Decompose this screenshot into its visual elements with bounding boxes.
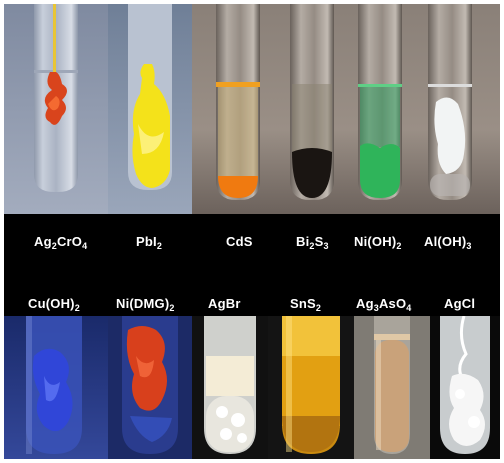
label-sns2: SnS2 <box>290 296 322 313</box>
photo-ag3aso4 <box>354 316 430 459</box>
photo-pbi2 <box>108 4 192 214</box>
photo-ag2cro4 <box>4 4 108 214</box>
photo-cuoh2 <box>4 316 108 459</box>
label-pbi2: PbI2 <box>136 234 163 251</box>
precipitate-collage: Ag2CrO4 PbI2 CdS Bi2S3 Ni(OH)2 Al(OH)3 C… <box>4 4 500 459</box>
top-label-band <box>4 214 500 286</box>
label-agbr: AgBr <box>208 296 241 311</box>
photo-agcl <box>430 316 500 459</box>
photo-sulfides-hydroxides <box>192 4 500 214</box>
photo-sns2 <box>268 316 354 459</box>
label-nidmg2: Ni(DMG)2 <box>116 296 175 313</box>
photo-nidmg2 <box>108 316 192 459</box>
label-ag3aso4: Ag3AsO4 <box>356 296 412 313</box>
label-cds: CdS <box>226 234 253 249</box>
label-bi2s3: Bi2S3 <box>296 234 329 251</box>
photo-agbr <box>192 316 268 459</box>
label-agcl: AgCl <box>444 296 476 311</box>
label-aloh3: Al(OH)3 <box>424 234 472 251</box>
label-nioh2: Ni(OH)2 <box>354 234 402 251</box>
label-ag2cro4: Ag2CrO4 <box>34 234 88 251</box>
label-cuoh2: Cu(OH)2 <box>28 296 80 313</box>
